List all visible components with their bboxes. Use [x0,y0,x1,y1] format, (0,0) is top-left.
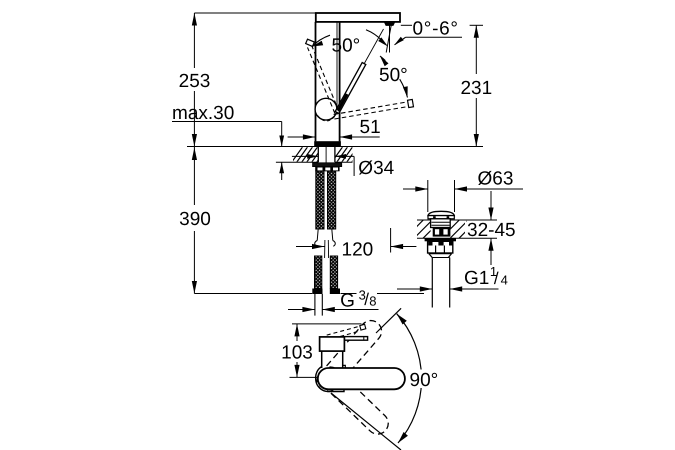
svg-text:120: 120 [342,239,374,260]
svg-text:50°: 50° [379,65,408,86]
svg-text:4: 4 [501,273,508,288]
svg-text:1: 1 [490,264,497,279]
svg-text:/: / [494,269,499,288]
svg-text:32-45: 32-45 [467,220,516,241]
svg-text:3: 3 [359,288,366,303]
svg-text:Ø63: Ø63 [478,169,514,190]
svg-text:51: 51 [360,117,381,138]
svg-text:50°: 50° [332,36,361,57]
svg-text:max.30: max.30 [172,103,234,124]
svg-text:90°: 90° [410,370,439,391]
svg-text:Ø34: Ø34 [358,158,394,179]
svg-text:G: G [340,291,355,312]
svg-text:253: 253 [179,71,211,92]
svg-text:231: 231 [460,78,492,99]
svg-text:G1: G1 [464,268,489,289]
svg-text:/: / [364,290,369,309]
svg-text:390: 390 [179,209,211,230]
svg-text:0°-6°: 0°-6° [413,19,459,40]
svg-text:8: 8 [369,294,376,309]
svg-text:103: 103 [281,343,313,364]
